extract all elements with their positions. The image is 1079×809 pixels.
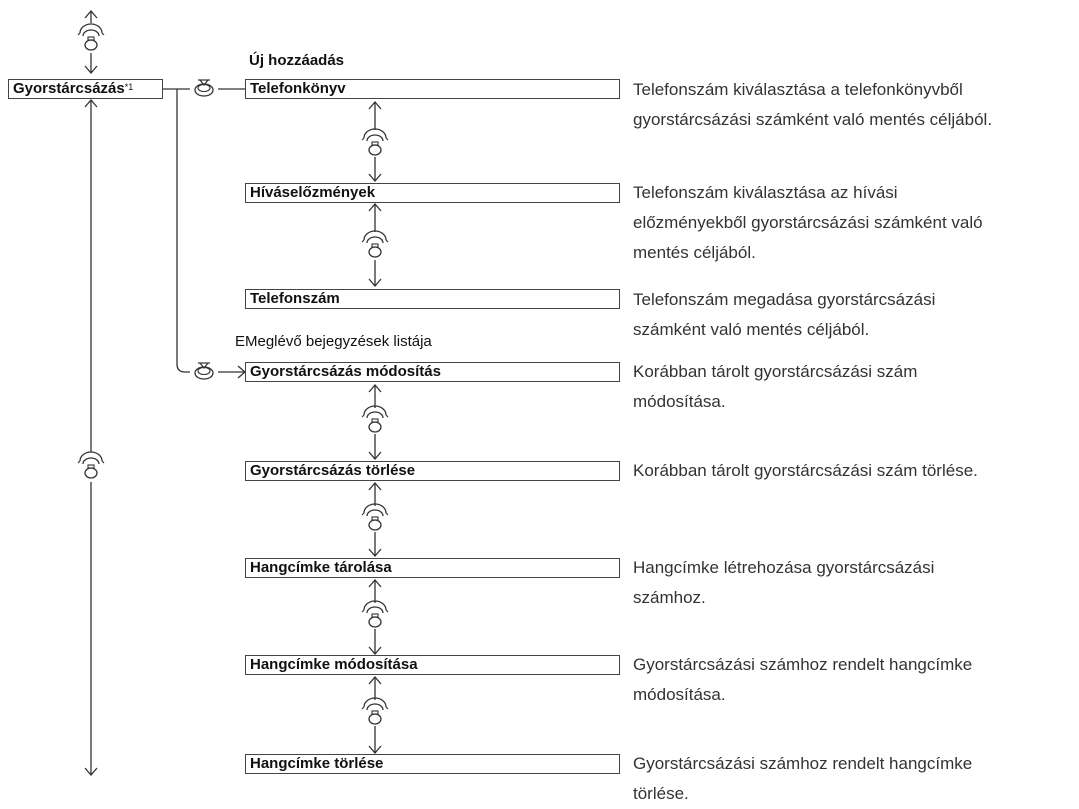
item-label: Gyorstárcsázás törlése: [250, 462, 416, 479]
item-label: Telefonkönyv: [250, 80, 346, 97]
press-knob-icon: [194, 362, 214, 380]
item-phone-number[interactable]: Telefonszám: [245, 289, 620, 309]
item-label: Híváselőzmények: [250, 184, 376, 201]
branch-existing: [176, 362, 246, 380]
item-call-history[interactable]: Híváselőzmények: [245, 183, 620, 203]
item-description: Telefonszám kiválasztása a telefonkönyvb…: [633, 80, 993, 129]
rotate-knob-icon: [77, 23, 105, 51]
item-description: Gyorstárcsázási számhoz rendelt hangcímk…: [633, 754, 973, 803]
item-store-voice-tag[interactable]: Hangcímke tárolása: [245, 558, 620, 578]
rotate-knob-icon: [361, 600, 389, 628]
rotate-knob-icon: [361, 230, 389, 258]
item-label: Telefonszám: [250, 290, 340, 307]
press-knob-icon: [194, 79, 214, 97]
item-label: Hangcímke tárolása: [250, 559, 392, 576]
item-phonebook[interactable]: Telefonkönyv: [245, 79, 620, 99]
rotate-knob-icon: [361, 405, 389, 433]
footnote-marker: *1: [124, 82, 134, 92]
group-header-existing: EMeglévő bejegyzések listája: [235, 333, 432, 350]
rotate-knob-icon: [361, 503, 389, 531]
item-description: Korábban tárolt gyorstárcsázási szám tör…: [633, 461, 978, 480]
group-header-new: Új hozzáadás: [249, 52, 345, 69]
root-label: Gyorstárcsázás: [13, 80, 125, 97]
item-edit-speed-dial[interactable]: Gyorstárcsázás módosítás: [245, 362, 620, 382]
item-label: Gyorstárcsázás módosítás: [250, 363, 441, 380]
item-connectors: [368, 101, 382, 754]
item-delete-voice-tag[interactable]: Hangcímke törlése: [245, 754, 620, 774]
branch-new: [163, 79, 253, 364]
item-delete-speed-dial[interactable]: Gyorstárcsázás törlése: [245, 461, 620, 481]
item-description: Gyorstárcsázási számhoz rendelt hangcímk…: [633, 655, 973, 704]
root-speed-dial-box[interactable]: Gyorstárcsázás*1: [8, 79, 163, 99]
item-label: Hangcímke törlése: [250, 755, 384, 772]
item-edit-voice-tag[interactable]: Hangcímke módosítása: [245, 655, 620, 675]
root-loop-connector: [77, 99, 105, 776]
item-label: Hangcímke módosítása: [250, 656, 418, 673]
rotate-knob-icon: [361, 128, 389, 156]
rotate-knob-icon: [361, 697, 389, 725]
root-rotate-connector: [77, 10, 105, 74]
rotate-knob-icon: [77, 451, 105, 479]
